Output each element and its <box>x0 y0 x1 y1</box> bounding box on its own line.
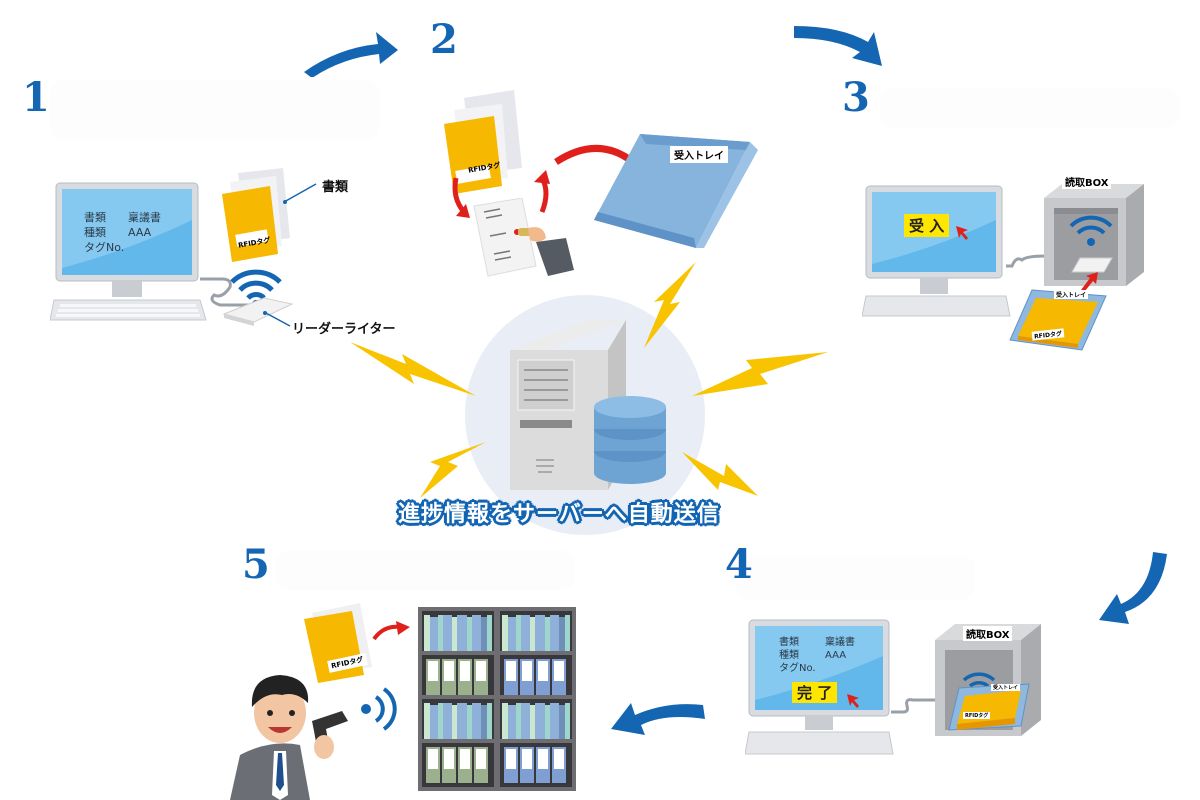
tray-label: 受入トレイ <box>670 146 728 163</box>
complete-button[interactable]: 完 了 <box>792 682 838 703</box>
step-number-3: 3 <box>842 74 870 121</box>
reader-pad-icon <box>1071 257 1113 273</box>
screen-row: タグNo. <box>779 663 816 674</box>
step-number-5: 5 <box>242 541 270 588</box>
monitor-icon <box>862 185 1011 317</box>
rfid-folder-icon <box>222 168 290 262</box>
reader-writer-icon <box>222 297 294 326</box>
flow-arrow-4-to-5-icon <box>611 703 705 735</box>
callout-line-documents <box>283 183 317 204</box>
read-box-label: 読取BOX <box>963 626 1013 641</box>
screen-row: 書類稟議書 <box>84 211 161 224</box>
cable-icon <box>891 698 941 714</box>
cursor-icon <box>956 226 968 240</box>
wifi-icon <box>1069 215 1113 246</box>
cable-icon <box>1006 254 1046 268</box>
bolt-icon <box>420 442 486 498</box>
document-signing-icon <box>473 198 574 277</box>
callout-documents: 書類 <box>322 180 349 195</box>
step-number-1: 1 <box>22 74 50 121</box>
cursor-icon <box>847 694 859 708</box>
step2-group: RFIDタグ 受入トレイ <box>420 80 780 290</box>
cable-icon <box>200 277 270 307</box>
bolt-icon <box>682 452 758 496</box>
callout-line-reader <box>263 311 291 327</box>
person-with-scanner-icon <box>230 675 348 800</box>
folder-tag-label: RFIDタグ <box>963 712 991 719</box>
bolt-icon <box>644 262 696 348</box>
bolt-icon <box>350 342 476 396</box>
step-number-4: 4 <box>725 541 753 588</box>
wifi-icon <box>361 687 397 731</box>
database-icon <box>594 396 666 484</box>
bolt-icon <box>692 352 828 396</box>
rfid-folder-icon <box>444 90 522 194</box>
flow-arrow-2-to-3-icon <box>794 26 882 66</box>
step-number-2: 2 <box>430 16 458 63</box>
step5-group: RFIDタグ <box>230 595 590 800</box>
bg-panel-5 <box>275 550 575 590</box>
screen-row: タグNo. <box>84 241 125 254</box>
bg-panel-3 <box>880 88 1180 128</box>
bg-panel-1 <box>50 80 380 140</box>
flow-arrow-1-to-2-icon <box>304 32 398 77</box>
callout-reader-writer: リーダーライター <box>292 322 396 337</box>
tray-label: 受入トレイ <box>991 684 1021 691</box>
accept-button[interactable]: 受 入 <box>904 214 950 237</box>
step3-group: 受 入 読取BOX 受入トレイ RFIDタグ <box>858 170 1178 360</box>
server-banner: 進捗情報をサーバーへ自動送信 <box>398 502 720 527</box>
tray-label: 受入トレイ <box>1054 290 1089 299</box>
flow-arrow-3-to-4-icon <box>1099 552 1167 624</box>
monitor-icon <box>50 182 207 321</box>
bg-panel-4 <box>735 555 975 600</box>
tray-with-folder-icon <box>948 683 1030 731</box>
cycle-arrows-icon <box>452 170 550 218</box>
bookshelf-icon <box>418 607 576 791</box>
read-box-label: 読取BOX <box>1062 174 1112 189</box>
monitor-icon <box>745 619 894 755</box>
screen-row: 書類稟議書 <box>779 637 855 648</box>
shelve-arrow-icon <box>372 621 410 641</box>
